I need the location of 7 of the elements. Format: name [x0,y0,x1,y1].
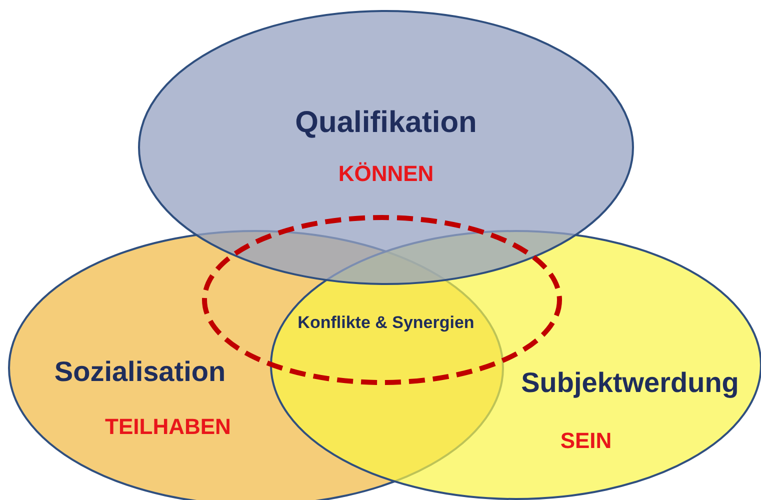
ellipse-title: Sozialisation [54,356,226,388]
ellipse-subtitle: TEILHABEN [105,414,231,440]
ellipse-subtitle: SEIN [560,428,612,454]
overlap-label: Konflikte & Synergien [298,313,474,333]
ellipse-title: Subjektwerdung [521,367,739,399]
ellipse-subtitle: KÖNNEN [338,161,434,187]
ellipse-title: Qualifikation [295,106,477,140]
